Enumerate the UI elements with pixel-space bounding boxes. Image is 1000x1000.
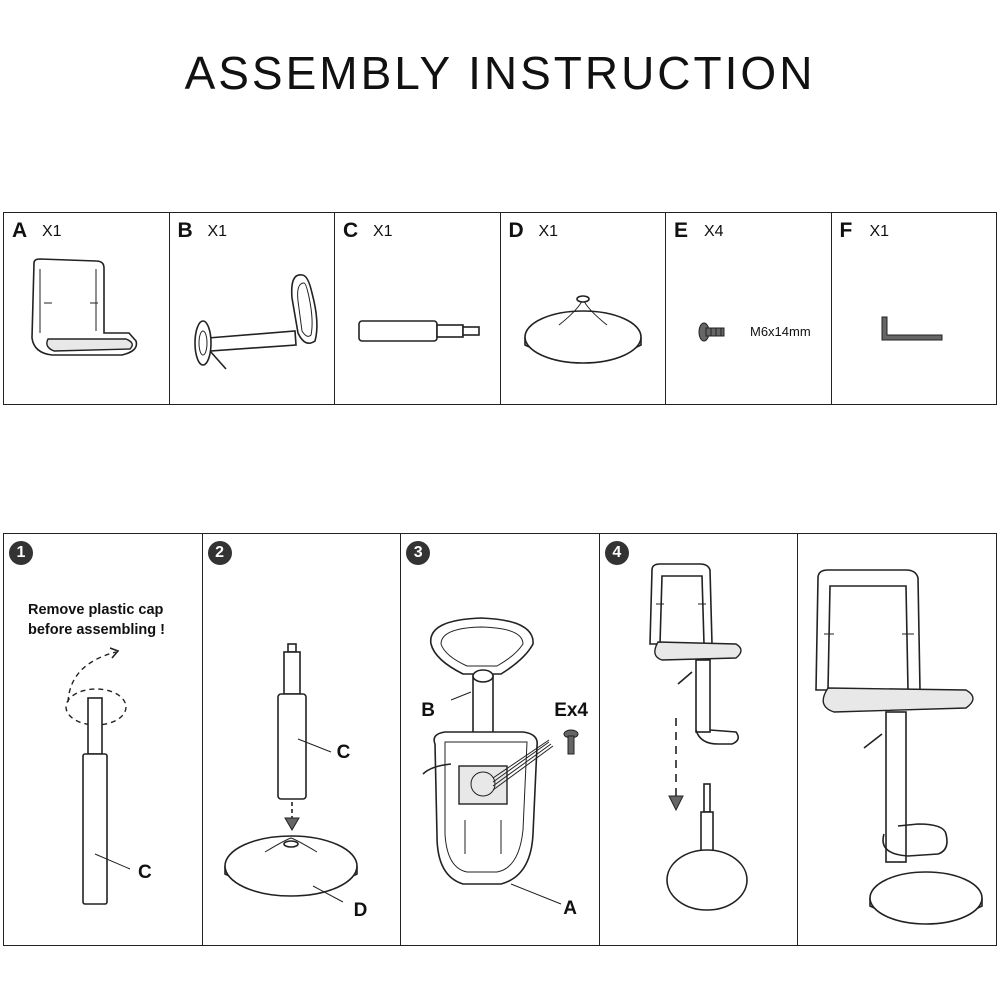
allen-key-icon — [881, 316, 942, 341]
part-d: D X1 — [501, 213, 666, 404]
swivel-plate-footrest-icon — [193, 274, 318, 370]
callout-label: D — [353, 900, 368, 921]
callout-label: Ex4 — [554, 700, 588, 721]
base-disc-icon — [523, 295, 642, 364]
assembly-steps: 1 Remove plastic cap before assembling !… — [3, 533, 997, 946]
mount-seat-on-base-illustration — [648, 563, 748, 911]
attach-swivel-to-seat-illustration — [422, 617, 579, 905]
part-letter: D — [508, 219, 524, 242]
cylinder-into-base-illustration — [223, 643, 358, 903]
step-1: 1 Remove plastic cap before assembling !… — [4, 534, 203, 945]
part-letter: E — [674, 219, 689, 242]
step-final — [798, 534, 996, 945]
part-letter: C — [343, 219, 359, 242]
part-quantity: X1 — [869, 223, 890, 240]
part-b: B X1 — [170, 213, 335, 404]
part-letter: F — [839, 219, 853, 242]
gas-cylinder-icon — [358, 320, 480, 342]
part-c: C X1 — [335, 213, 501, 404]
bolt-spec-label: M6x14mm — [750, 324, 811, 339]
step-number-badge: 4 — [604, 541, 629, 565]
step-3: 3 B Ex4 A — [401, 534, 600, 945]
step-number-badge: 2 — [207, 541, 232, 565]
step-2: 2 C D — [203, 534, 402, 945]
part-a: A X1 — [4, 213, 170, 404]
part-quantity: X1 — [42, 223, 62, 240]
callout-label: C — [336, 742, 351, 763]
step-note: Remove plastic cap before assembling ! — [28, 602, 165, 638]
assembled-bar-stool-illustration — [815, 569, 984, 925]
part-quantity: X4 — [704, 223, 724, 240]
step-number-badge: 1 — [9, 541, 33, 565]
page-title: ASSEMBLY INSTRUCTION — [184, 47, 816, 99]
part-letter: A — [12, 219, 28, 242]
part-quantity: X1 — [538, 223, 559, 240]
callout-label: C — [138, 862, 152, 883]
bolt-icon — [698, 322, 725, 342]
seat-back-icon — [31, 258, 138, 356]
part-e: E X4 M6x14mm — [666, 213, 832, 404]
part-quantity: X1 — [207, 223, 228, 240]
part-f: F X1 — [832, 213, 997, 404]
callout-label: A — [563, 898, 577, 919]
step-4: 4 — [600, 534, 799, 945]
part-quantity: X1 — [373, 223, 393, 240]
part-letter: B — [177, 219, 193, 242]
parts-list: A X1 B X1 C X1 D X1 — [3, 212, 997, 405]
step-number-badge: 3 — [406, 541, 431, 565]
callout-label: B — [421, 700, 435, 721]
gas-cylinder-remove-cap-illustration — [65, 647, 131, 905]
